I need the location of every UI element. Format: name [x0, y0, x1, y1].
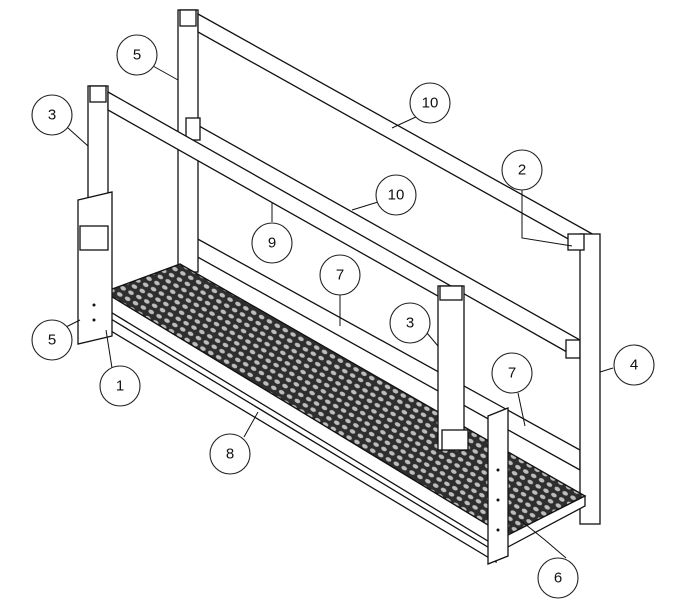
callout-4: 4	[613, 344, 655, 386]
post-cap	[567, 233, 585, 251]
post-cap	[439, 285, 463, 301]
clamp	[441, 429, 469, 451]
callout-3-left: 3	[31, 94, 73, 136]
callout-10-top: 10	[409, 82, 451, 124]
callout-7-back: 7	[319, 254, 361, 296]
post-cap	[89, 85, 107, 103]
callout-7-front: 7	[491, 352, 533, 394]
svg-text:1: 1	[116, 378, 124, 395]
svg-text:2: 2	[518, 162, 526, 179]
front-right-post	[437, 285, 465, 451]
callout-5-top: 5	[116, 34, 158, 76]
callout-1: 1	[99, 365, 141, 407]
callout-2: 2	[501, 149, 543, 191]
svg-text:10: 10	[422, 95, 439, 112]
bracket	[565, 339, 581, 359]
svg-text:4: 4	[630, 357, 638, 374]
callout-9: 9	[251, 222, 293, 264]
svg-text:7: 7	[336, 267, 344, 284]
svg-text:5: 5	[133, 47, 141, 64]
callout-3-right: 3	[389, 302, 431, 344]
svg-text:10: 10	[388, 187, 405, 204]
left-end-bracket	[77, 191, 113, 345]
svg-text:3: 3	[406, 315, 414, 332]
svg-text:8: 8	[226, 446, 234, 463]
callout-6: 6	[537, 557, 579, 599]
post-cap	[179, 9, 197, 27]
right-end-bracket	[487, 407, 509, 565]
clamp	[79, 225, 109, 251]
callout-5-bottom: 5	[31, 319, 73, 361]
callout-10-middle: 10	[375, 174, 417, 216]
svg-text:9: 9	[268, 235, 276, 252]
leader-lines	[65, 65, 614, 559]
svg-text:3: 3	[48, 107, 56, 124]
back-right-post	[579, 233, 601, 525]
svg-text:5: 5	[48, 332, 56, 349]
callout-8: 8	[209, 433, 251, 475]
svg-text:6: 6	[554, 570, 562, 587]
svg-text:7: 7	[508, 365, 516, 382]
